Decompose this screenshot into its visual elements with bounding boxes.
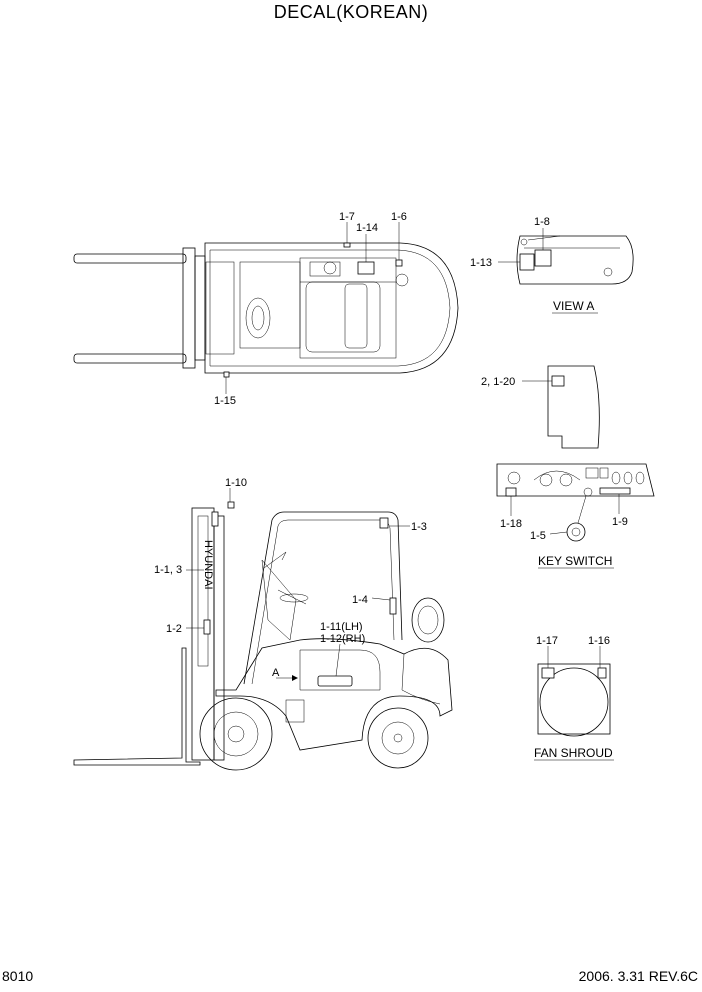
callout-1-17: 1-17 xyxy=(536,635,558,647)
key-switch-detail xyxy=(496,463,655,569)
page-title: DECAL(KOREAN) xyxy=(273,2,429,22)
revision-date: 2006. 3.31 REV.6C xyxy=(578,968,698,984)
view-a-caption: VIEW A xyxy=(553,299,594,313)
fan-shroud-caption: FAN SHROUD xyxy=(534,746,613,760)
callout-1-6: 1-6 xyxy=(391,211,407,223)
callout-1-1-3: 1-1, 3 xyxy=(154,564,182,576)
forklift-top-view xyxy=(73,222,459,394)
callout-1-2: 1-2 xyxy=(166,623,182,635)
callout-1-3: 1-3 xyxy=(411,521,427,533)
callout-1-8: 1-8 xyxy=(534,216,550,228)
fan-shroud-detail xyxy=(534,646,614,761)
callout-1-16: 1-16 xyxy=(588,635,610,647)
callout-1-18: 1-18 xyxy=(500,518,522,530)
callout-1-15: 1-15 xyxy=(214,395,236,407)
key-switch-caption: KEY SWITCH xyxy=(538,554,612,568)
view-a-detail xyxy=(498,228,634,314)
callout-1-7: 1-7 xyxy=(339,211,355,223)
forklift-side-view xyxy=(73,488,453,771)
callout-1-14: 1-14 xyxy=(356,222,378,234)
callout-1-10: 1-10 xyxy=(225,477,247,489)
callout-2-1-20: 2, 1-20 xyxy=(481,376,515,388)
callout-1-5: 1-5 xyxy=(530,530,546,542)
callout-1-12: 1-12(RH) xyxy=(320,633,365,645)
page-number: 8010 xyxy=(2,968,34,984)
callout-1-4: 1-4 xyxy=(352,594,368,606)
callout-1-9: 1-9 xyxy=(612,516,628,528)
callout-1-13: 1-13 xyxy=(470,257,492,269)
side-panel-detail xyxy=(522,365,600,449)
callout-1-11: 1-11(LH) xyxy=(320,621,363,633)
view-a-arrow-label: A xyxy=(272,667,280,679)
mast-decal-hyundai: HYUNDAI xyxy=(202,540,214,590)
